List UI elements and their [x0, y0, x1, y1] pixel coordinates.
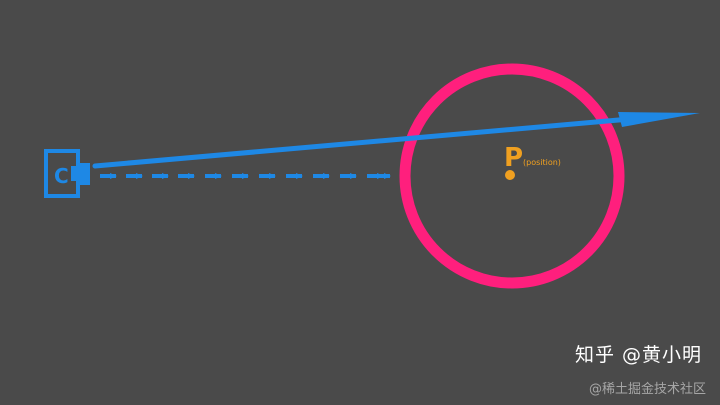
point-p: P (position): [504, 143, 561, 180]
ray-arrow: [92, 112, 700, 169]
point-p-label: P: [504, 143, 523, 173]
juejin-watermark: @稀土掘金技术社区: [588, 382, 706, 397]
camera-label: C: [54, 164, 69, 188]
sphere-circle: [399, 63, 625, 289]
point-p-sublabel: (position): [523, 158, 561, 167]
zhihu-watermark: 知乎 @黄小明: [574, 344, 702, 366]
point-p-dot: [505, 170, 515, 180]
camera-icon: C: [44, 149, 90, 198]
